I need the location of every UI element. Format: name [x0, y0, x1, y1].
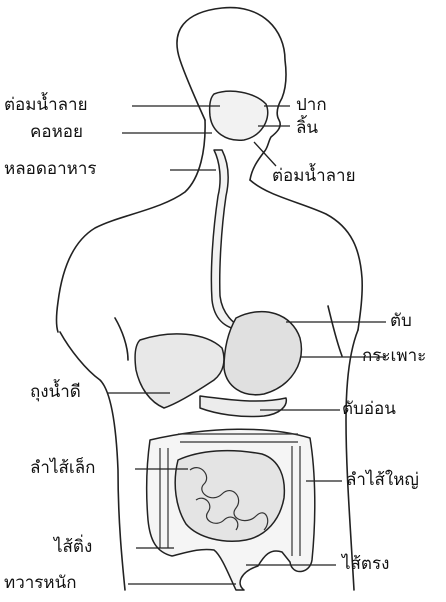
label-gallbladder: ถุงน้ำดี: [30, 382, 81, 402]
label-salivary-gland-right: ต่อมน้ำลาย: [272, 166, 356, 186]
torso-left: [115, 318, 128, 360]
label-appendix: ไส้ติ่ง: [54, 537, 92, 557]
shoulder-right: [250, 180, 362, 330]
label-stomach: กระเพาะ: [362, 346, 426, 366]
neck-and-shoulders-left: [57, 120, 206, 332]
torso-right: [328, 306, 342, 356]
arm-right: [346, 330, 358, 590]
label-tongue: ลิ้น: [296, 118, 318, 138]
label-anus: ทวารหนัก: [4, 573, 77, 593]
label-small-intestine: ลำไส้เล็ก: [30, 458, 95, 478]
label-rectum: ไส้ตรง: [342, 554, 389, 574]
label-pancreas: ตับอ่อน: [342, 399, 396, 419]
stomach-shape: [224, 312, 301, 395]
label-liver: ตับ: [390, 311, 412, 331]
esophagus-tube: [211, 150, 250, 330]
small-intestine-shape: [175, 451, 284, 542]
label-salivary-gland-left: ต่อมน้ำลาย: [4, 95, 88, 115]
label-mouth: ปาก: [296, 95, 327, 115]
mouth-cavity-shape: [210, 91, 268, 140]
label-pharynx: คอหอย: [30, 122, 83, 142]
label-large-intestine: ลำไส้ใหญ่: [346, 470, 419, 490]
pancreas-shape: [200, 396, 286, 417]
label-esophagus: หลอดอาหาร: [4, 159, 97, 179]
